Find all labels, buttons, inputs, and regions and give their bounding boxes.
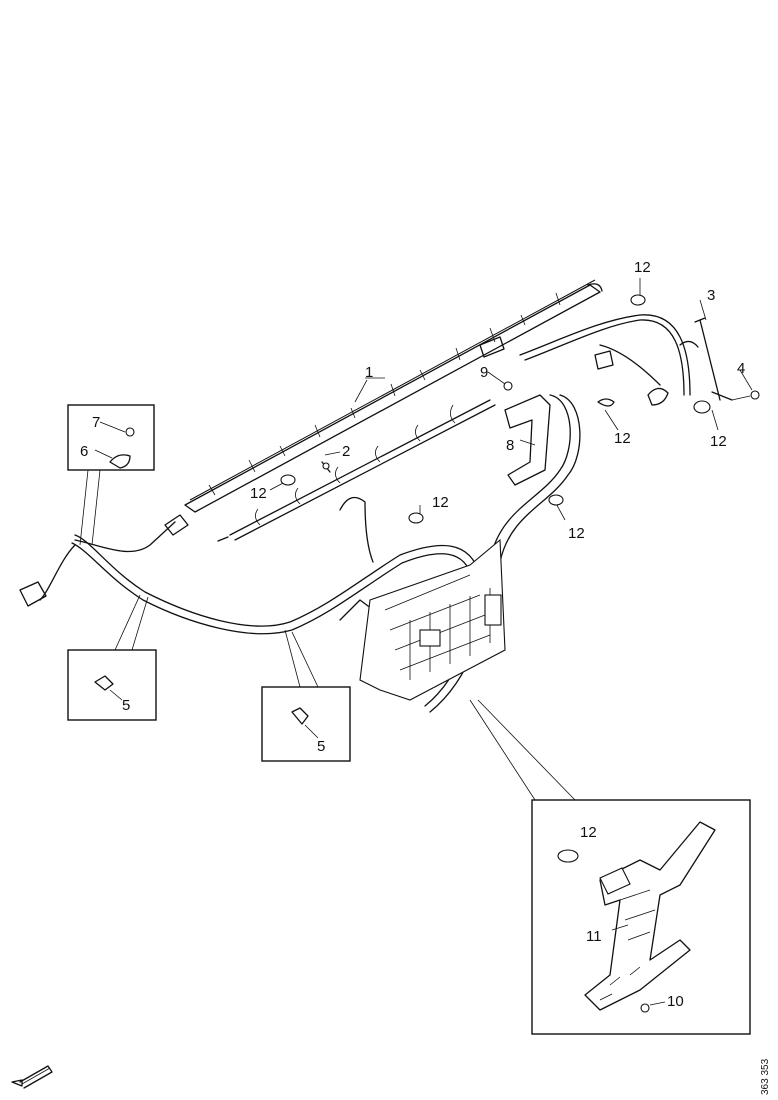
inset-box-6-7 xyxy=(67,404,155,471)
inset-box-5-middle xyxy=(261,686,351,762)
callout-7: 7 xyxy=(92,414,100,431)
harness-branch-middle xyxy=(217,399,496,542)
callout-12-lower: 12 xyxy=(568,525,585,542)
callout-12-right: 12 xyxy=(710,433,727,450)
callout-1: 1 xyxy=(365,364,373,381)
front-direction-arrow-icon xyxy=(11,1065,53,1089)
harness-right-upper xyxy=(519,314,760,406)
callout-9: 9 xyxy=(480,364,488,381)
bracket-assembly xyxy=(489,381,615,563)
main-harness-upper xyxy=(184,279,603,513)
callout-3: 3 xyxy=(707,287,715,304)
callout-12-bracket: 12 xyxy=(614,430,631,447)
callout-5-left: 5 xyxy=(122,697,130,714)
leader-lines xyxy=(79,278,753,801)
callout-12-top: 12 xyxy=(634,259,651,276)
reference-number: 363 353 xyxy=(760,1058,771,1095)
callout-2: 2 xyxy=(342,443,350,460)
grommet-rings xyxy=(280,294,711,524)
fuse-box xyxy=(359,538,506,701)
callout-12-center: 12 xyxy=(432,494,449,511)
inset-box-5-left xyxy=(67,649,157,721)
callout-labels: 1 2 3 4 5 5 6 7 8 9 10 11 12 12 12 12 12… xyxy=(80,259,745,1010)
callout-4: 4 xyxy=(737,360,745,377)
callout-5-middle: 5 xyxy=(317,738,325,755)
callout-10: 10 xyxy=(667,993,684,1010)
callout-6: 6 xyxy=(80,443,88,460)
callout-12-left: 12 xyxy=(250,485,267,502)
callout-12-inset: 12 xyxy=(580,824,597,841)
inset-box-10-11-12 xyxy=(531,799,751,1035)
callout-11: 11 xyxy=(586,928,602,945)
callout-8: 8 xyxy=(506,437,514,454)
